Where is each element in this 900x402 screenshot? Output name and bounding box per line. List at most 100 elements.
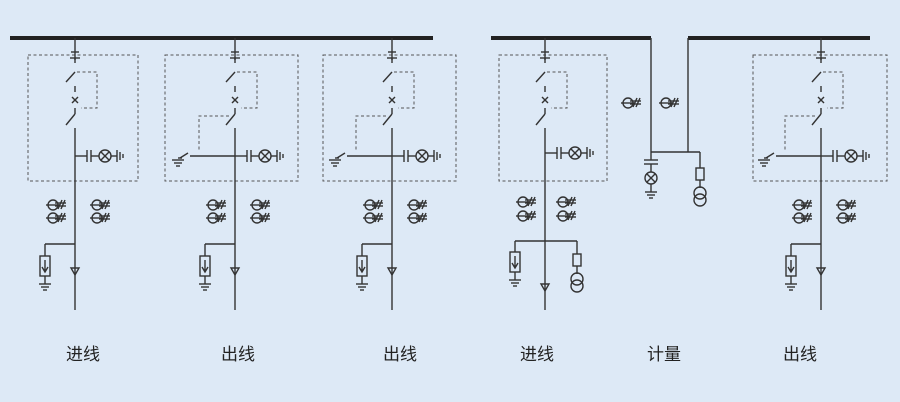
- current-transformer-icon: [407, 199, 427, 211]
- ct-hash: [57, 199, 63, 210]
- ground-icon: [356, 283, 368, 291]
- ct-hash: [264, 212, 270, 223]
- arrester-arrow: [787, 260, 795, 274]
- current-transformer-icon: [556, 196, 576, 208]
- interlock-link: [547, 71, 568, 109]
- current-transformer-icon: [836, 199, 856, 211]
- ct-hash: [847, 199, 853, 210]
- panel-outgoing-2: [322, 38, 457, 310]
- panel-label-6: 出线: [783, 345, 817, 365]
- breaker-blade: [811, 113, 822, 126]
- current-transformer-icon: [516, 196, 536, 208]
- current-transformer-icon: [90, 199, 110, 211]
- disconnector-switch-icon: [65, 57, 80, 92]
- ct-hash: [806, 212, 812, 223]
- ct-hash: [57, 212, 63, 223]
- ground-icon: [645, 191, 657, 199]
- interlock-link: [198, 115, 229, 150]
- panel-label-5: 计量: [647, 345, 681, 365]
- circuit-breaker-icon: [65, 96, 79, 134]
- disconnector-switch-icon: [225, 57, 240, 92]
- ct-hash: [527, 196, 533, 207]
- interlock-link: [77, 71, 98, 109]
- circuit-breaker-icon: [382, 96, 396, 134]
- ct-hash: [220, 212, 226, 223]
- current-transformer-icon: [250, 199, 270, 211]
- ground-icon: [39, 283, 51, 291]
- voltage-transformer-icon: [570, 253, 584, 293]
- termination-triangle: [69, 267, 81, 277]
- surge-arrester-icon: [509, 251, 521, 280]
- lamp-x: [100, 151, 110, 161]
- arrester-arrow: [201, 260, 209, 274]
- live-indicator-lamp-icon: [86, 149, 124, 163]
- surge-arrester-icon: [356, 255, 368, 284]
- cable-termination-icon: [539, 283, 551, 293]
- interlock-link: [823, 71, 844, 109]
- surge-arrester-icon: [785, 255, 797, 284]
- circuit-breaker-icon: [225, 96, 239, 134]
- live-indicator-lamp-icon: [403, 149, 441, 163]
- live-indicator-lamp-icon: [246, 149, 284, 163]
- ct-hash: [374, 199, 380, 210]
- disconnector-switch-icon: [811, 57, 826, 92]
- ct-hash: [377, 199, 383, 210]
- termination-triangle: [229, 267, 241, 277]
- current-transformer-icon: [46, 199, 66, 211]
- current-transformer-icon: [556, 210, 576, 222]
- lamp-x: [846, 151, 856, 161]
- ct-hash: [847, 212, 853, 223]
- ct-hash: [527, 210, 533, 221]
- current-transformer-icon: [407, 212, 427, 224]
- breaker-blade: [225, 113, 236, 126]
- ct-hash: [418, 199, 424, 210]
- breaker-blade: [382, 113, 393, 126]
- disconnector-switch-icon: [535, 57, 550, 92]
- live-indicator-lamp-icon: [556, 146, 594, 160]
- switch-blade: [225, 71, 236, 83]
- capacitor-icon: [644, 159, 658, 165]
- ct-hash: [377, 212, 383, 223]
- cabinet-outline: [752, 54, 888, 182]
- current-transformer-icon: [659, 97, 679, 109]
- surge-arrester-icon: [39, 255, 51, 284]
- ct-hash: [418, 212, 424, 223]
- earth-blade: [765, 152, 775, 159]
- ct-hash: [570, 210, 576, 221]
- current-transformer-icon: [46, 212, 66, 224]
- ct-hash: [261, 212, 267, 223]
- ct-hash: [104, 212, 110, 223]
- switch-blade: [382, 71, 393, 83]
- ct-hash: [632, 97, 638, 108]
- termination-triangle: [386, 267, 398, 277]
- switch-blade: [65, 71, 76, 83]
- cable-termination-icon: [229, 267, 241, 277]
- cabinet-outline: [322, 54, 457, 182]
- breaker-x: [231, 96, 239, 104]
- circuit-breaker-icon: [535, 96, 549, 134]
- ct-hash: [421, 199, 427, 210]
- ct-hash: [264, 199, 270, 210]
- ct-hash: [673, 97, 679, 108]
- ground-icon: [172, 159, 184, 167]
- ct-hash: [803, 199, 809, 210]
- voltage-transformer-icon: [693, 167, 707, 207]
- current-transformer-icon: [363, 199, 383, 211]
- cable-termination-icon: [386, 267, 398, 277]
- ct-hash: [670, 97, 676, 108]
- interlock-link: [394, 71, 415, 109]
- breaker-x: [388, 96, 396, 104]
- arrester-arrow: [511, 256, 519, 270]
- interlock-link: [784, 115, 815, 150]
- current-transformer-icon: [836, 212, 856, 224]
- switch-blade: [811, 71, 822, 83]
- circuit-breaker-icon: [811, 96, 825, 134]
- breaker-x: [71, 96, 79, 104]
- panel-label-3: 出线: [383, 345, 417, 365]
- ct-hash: [374, 212, 380, 223]
- breaker-x: [817, 96, 825, 104]
- ct-hash: [567, 210, 573, 221]
- switch-blade: [535, 71, 546, 83]
- fuse-icon: [572, 253, 582, 267]
